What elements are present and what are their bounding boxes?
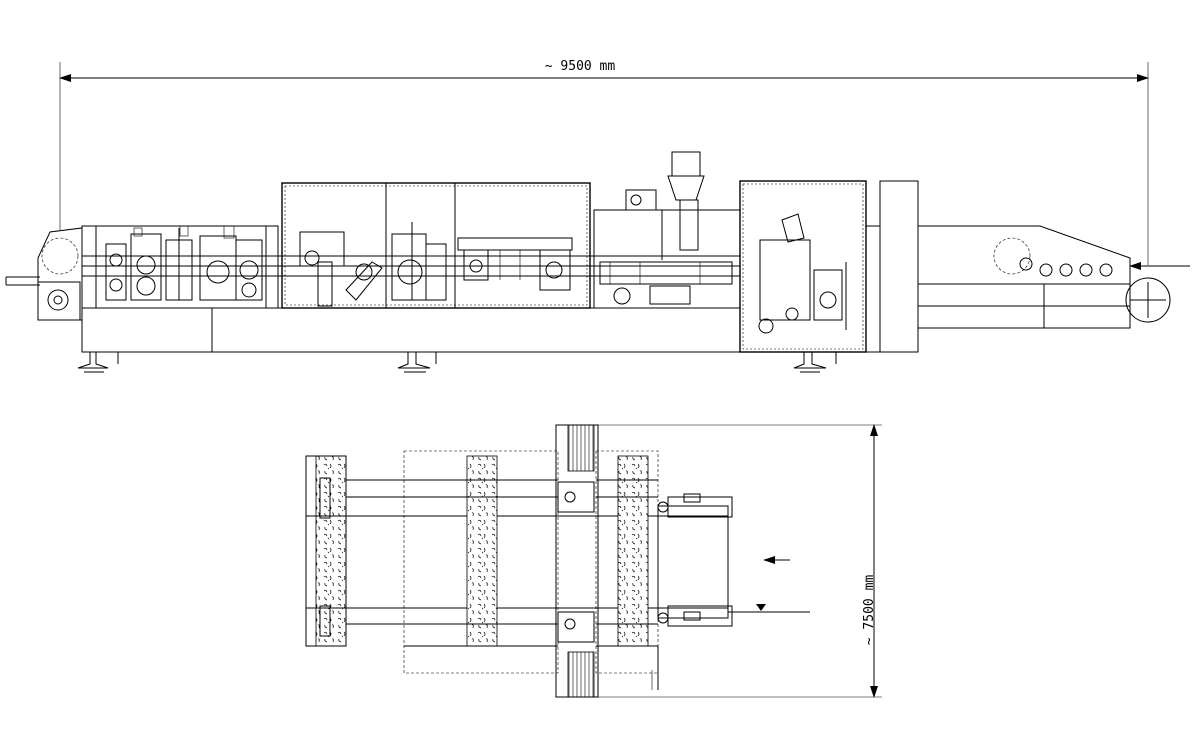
- width-dimension-label: ~ 7500 mm: [862, 575, 877, 646]
- enclosure-2: [739, 180, 867, 353]
- side-elevation: [5, 151, 1190, 373]
- outfeed-conveyor: [865, 180, 1190, 353]
- plan-view: ~ 7500 mm: [305, 424, 882, 698]
- length-dimension-label: ~ 9500 mm: [545, 59, 616, 74]
- edge-unit-1: [105, 225, 263, 301]
- width-dimension: ~ 7500 mm: [598, 424, 882, 698]
- enclosure-1: [281, 182, 591, 309]
- machine-feet: [77, 352, 837, 373]
- length-dimension: ~ 9500 mm: [59, 55, 1149, 265]
- glue-unit: [593, 151, 741, 309]
